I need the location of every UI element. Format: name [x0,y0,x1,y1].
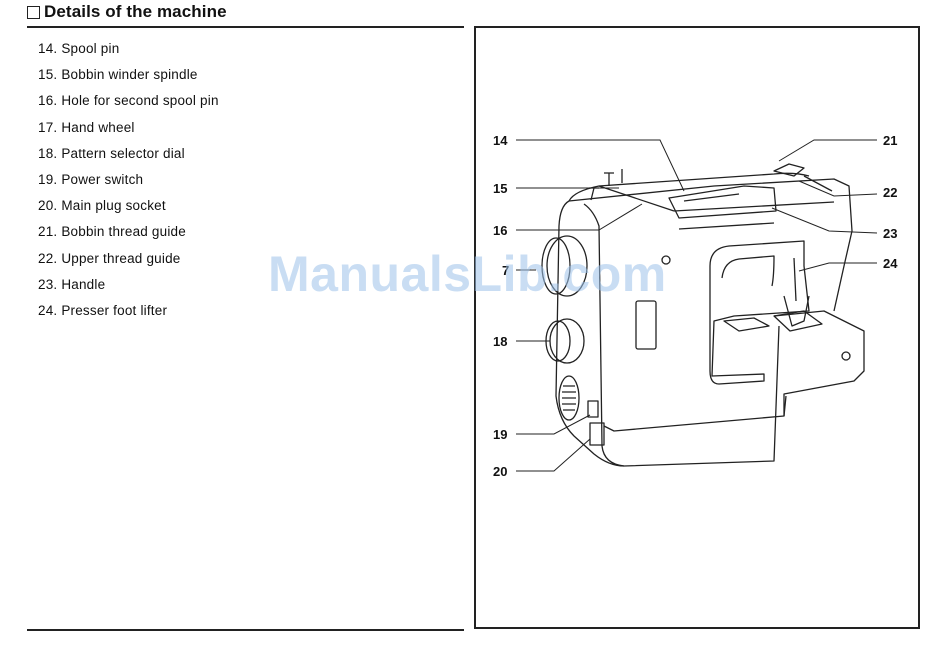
list-item: 22. Upper thread guide [38,250,181,266]
diagram-frame [474,26,920,629]
list-item: 21. Bobbin thread guide [38,224,186,240]
sewing-machine-diagram: 14 15 16 7 18 19 20 21 22 23 24 [493,133,898,479]
callout-24: 24 [883,256,898,271]
callout-15: 15 [493,181,507,196]
checkbox-icon [27,5,40,19]
callout-18: 18 [493,334,507,349]
list-item: 24. Presser foot lifter [38,303,168,319]
bottom-divider [27,629,464,631]
top-divider [27,26,464,28]
callout-21: 21 [883,133,897,148]
sewing-machine-illustration [541,163,865,467]
list-item: 15. Bobbin winder spindle [38,67,198,83]
list-item: 20. Main plug socket [38,198,166,214]
parts-list: 14. Spool pin 15. Bobbin winder spindle … [38,36,219,324]
callout-16: 16 [493,223,507,238]
callout-20: 20 [493,464,507,479]
callout-14: 14 [493,133,508,148]
section-heading: Details of the machine [27,2,227,22]
list-item: 18. Pattern selector dial [38,145,185,161]
watermark: ManualsLib.com [268,246,667,302]
callout-19: 19 [493,427,507,442]
callout-23: 23 [883,226,897,241]
list-item: 16. Hole for second spool pin [38,93,219,109]
list-item: 17. Hand wheel [38,119,135,135]
callout-17: 7 [502,263,509,278]
list-item: 19. Power switch [38,172,144,188]
leader-lines [516,139,878,472]
callout-22: 22 [883,185,897,200]
page-title: Details of the machine [44,2,227,21]
list-item: 14. Spool pin [38,41,120,56]
list-item: 23. Handle [38,276,106,292]
